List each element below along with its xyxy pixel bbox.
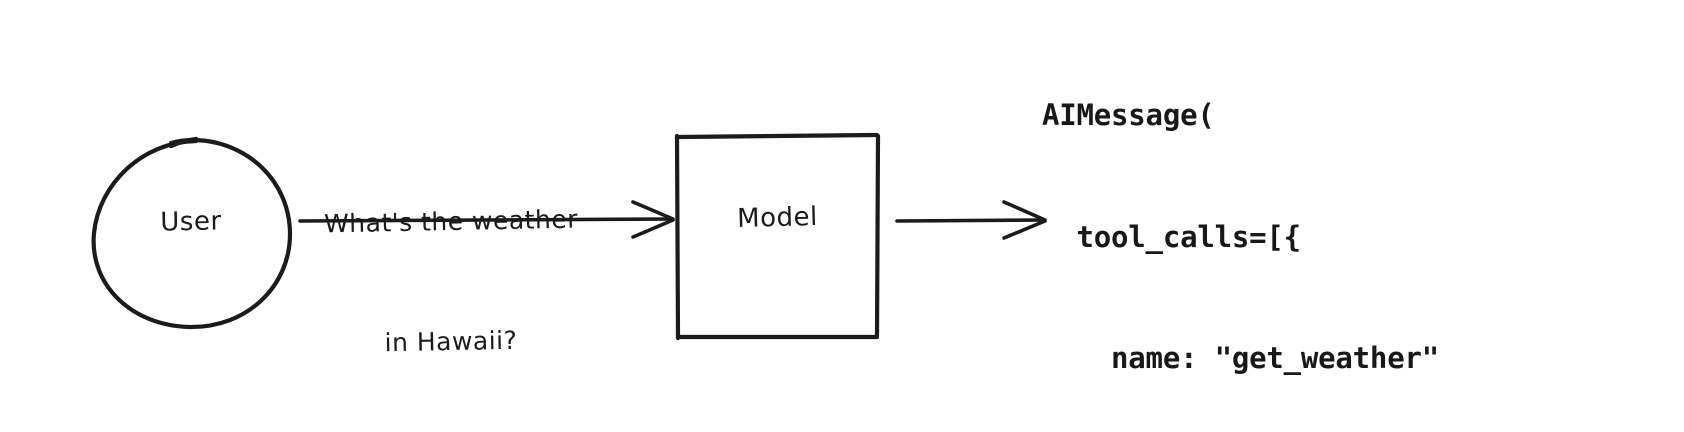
arrow-user-to-model xyxy=(298,200,675,239)
ai-message-output-code: AIMessage( tool_calls=[{ name: "get_weat… xyxy=(1042,14,1474,432)
edge-label-line-2: in Hawaii? xyxy=(384,325,518,358)
code-line: AIMessage( xyxy=(1042,98,1215,132)
model-node-box xyxy=(674,132,881,341)
code-line: name: "get_weather" xyxy=(1042,341,1439,375)
model-node-label: Model xyxy=(736,201,819,235)
code-line: tool_calls=[{ xyxy=(1042,219,1302,254)
edge-label-line-1: What's the weather xyxy=(323,204,579,239)
edge-label-user-to-model: What's the weather in Hawaii? xyxy=(286,122,616,432)
user-node-label: User xyxy=(160,206,222,238)
user-node-circle xyxy=(91,136,293,330)
arrow-model-to-output xyxy=(895,200,1047,240)
